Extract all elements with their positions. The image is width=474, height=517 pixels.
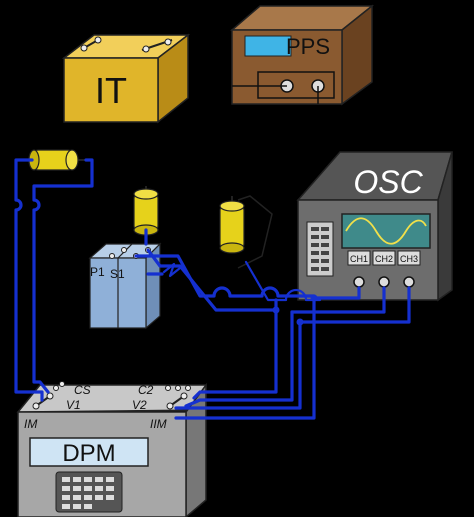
dpm-terminals [32, 381, 191, 410]
it-label: IT [95, 70, 127, 111]
current-probe-horizontal [28, 149, 86, 171]
dpm-display [29, 437, 149, 467]
osc-ch2-label: CH2 [375, 254, 393, 264]
osc-ch2-connector [378, 276, 390, 288]
dpm-im-label: IM [24, 417, 37, 431]
it-device: IT [61, 33, 191, 124]
osc-keypad [306, 221, 334, 277]
dpm-v2-label: V2 [132, 398, 147, 412]
wiring [14, 158, 411, 420]
osc-ch1-connector [353, 276, 365, 288]
s1-label: S1 [110, 267, 125, 281]
dpm-cs-label: CS [74, 383, 91, 397]
dpm-keypad [55, 471, 123, 513]
dpm-c2-label: C2 [138, 383, 154, 397]
dpm-label: DPM [62, 440, 115, 467]
osc-ch3-label: CH3 [400, 254, 418, 264]
osc-ch1-label: CH1 [350, 254, 368, 264]
voltage-probe-2 [219, 195, 273, 269]
pps-device: PPS [229, 4, 375, 106]
dpm-device: DPM CS V1 IM C2 V2 IIM [16, 381, 207, 517]
voltage-probe-1 [133, 186, 159, 236]
dpm-v1-label: V1 [66, 398, 81, 412]
p1-label: P1 [90, 265, 105, 279]
pps-display [244, 35, 292, 57]
osc-ch3-connector [403, 276, 415, 288]
osc-label: OSC [353, 164, 423, 200]
osc-device: OSC CH1 CH2 CH3 [296, 151, 453, 302]
dpm-iim-label: IIM [150, 417, 167, 431]
pps-label: PPS [286, 34, 330, 59]
